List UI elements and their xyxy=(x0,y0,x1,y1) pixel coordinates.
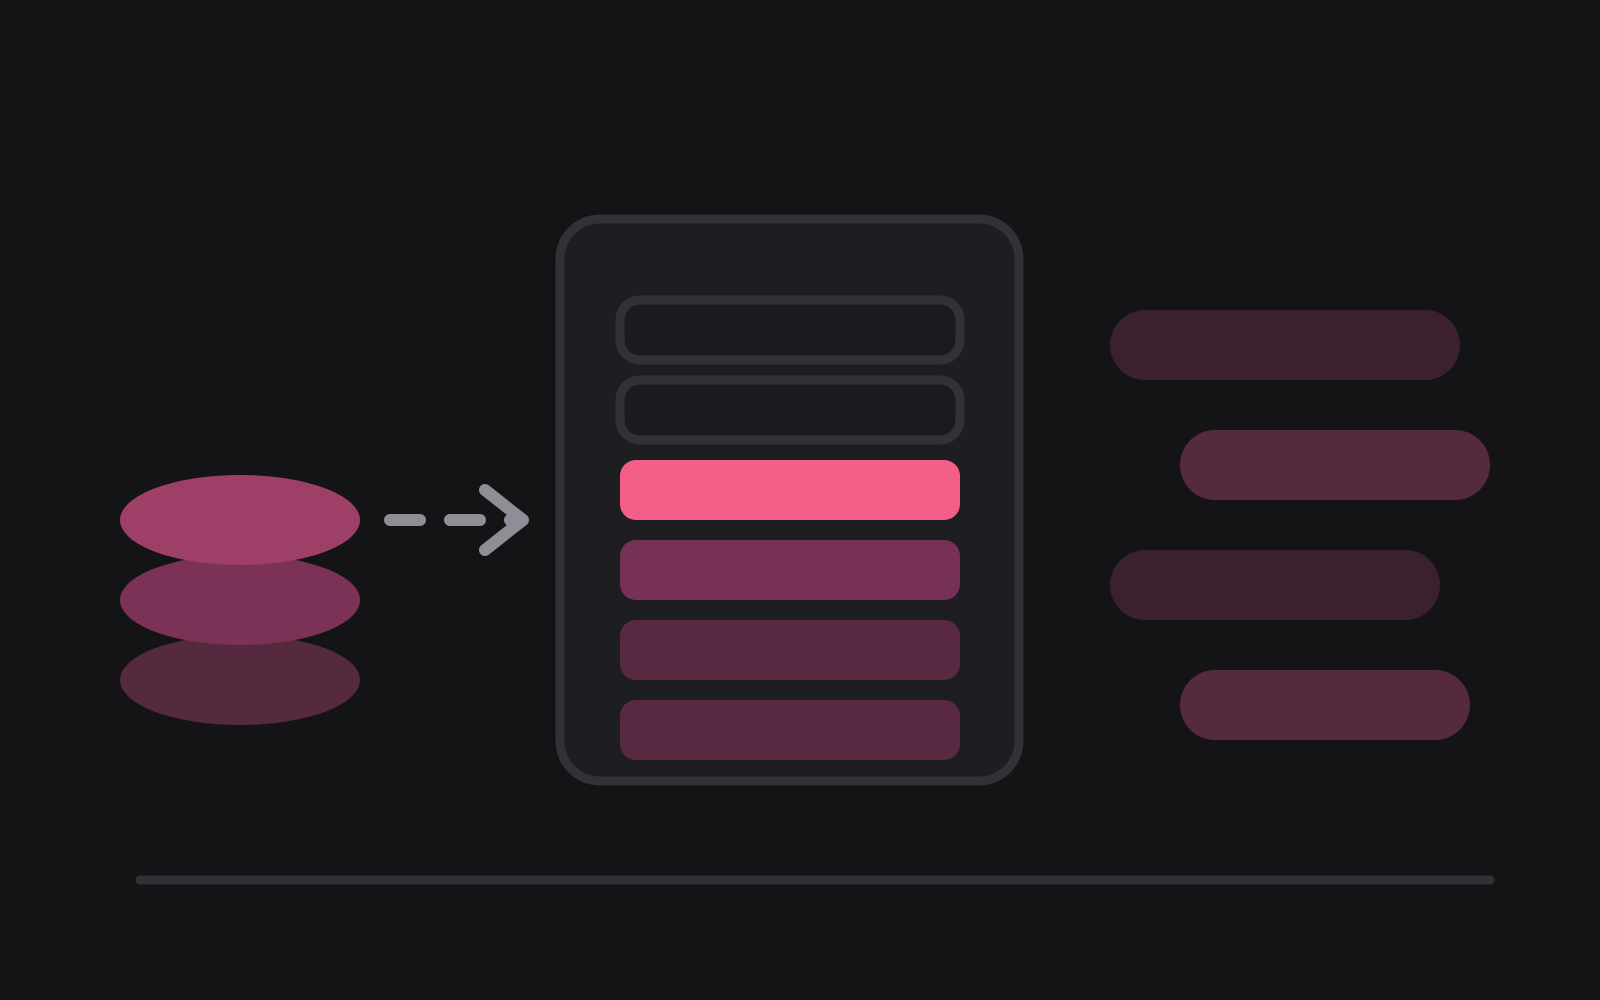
pill-bar xyxy=(1110,310,1460,380)
pill-bar xyxy=(1180,670,1470,740)
panel-row xyxy=(620,620,960,680)
panel-row-highlight xyxy=(620,460,960,520)
panel-row xyxy=(620,540,960,600)
stack-layer xyxy=(120,555,360,645)
stack-layer xyxy=(120,635,360,725)
dashed-arrow-icon xyxy=(384,484,529,556)
pill-bar xyxy=(1180,430,1490,500)
stack-of-disks-icon xyxy=(120,475,360,725)
list-panel xyxy=(555,214,1024,786)
panel-row-empty xyxy=(615,375,965,445)
stack-layer xyxy=(120,475,360,565)
arrow-head xyxy=(479,484,529,556)
pill-bar xyxy=(1110,550,1440,620)
panel-row-empty xyxy=(615,295,965,365)
panel-row xyxy=(620,700,960,760)
pill-list xyxy=(1110,310,1490,740)
